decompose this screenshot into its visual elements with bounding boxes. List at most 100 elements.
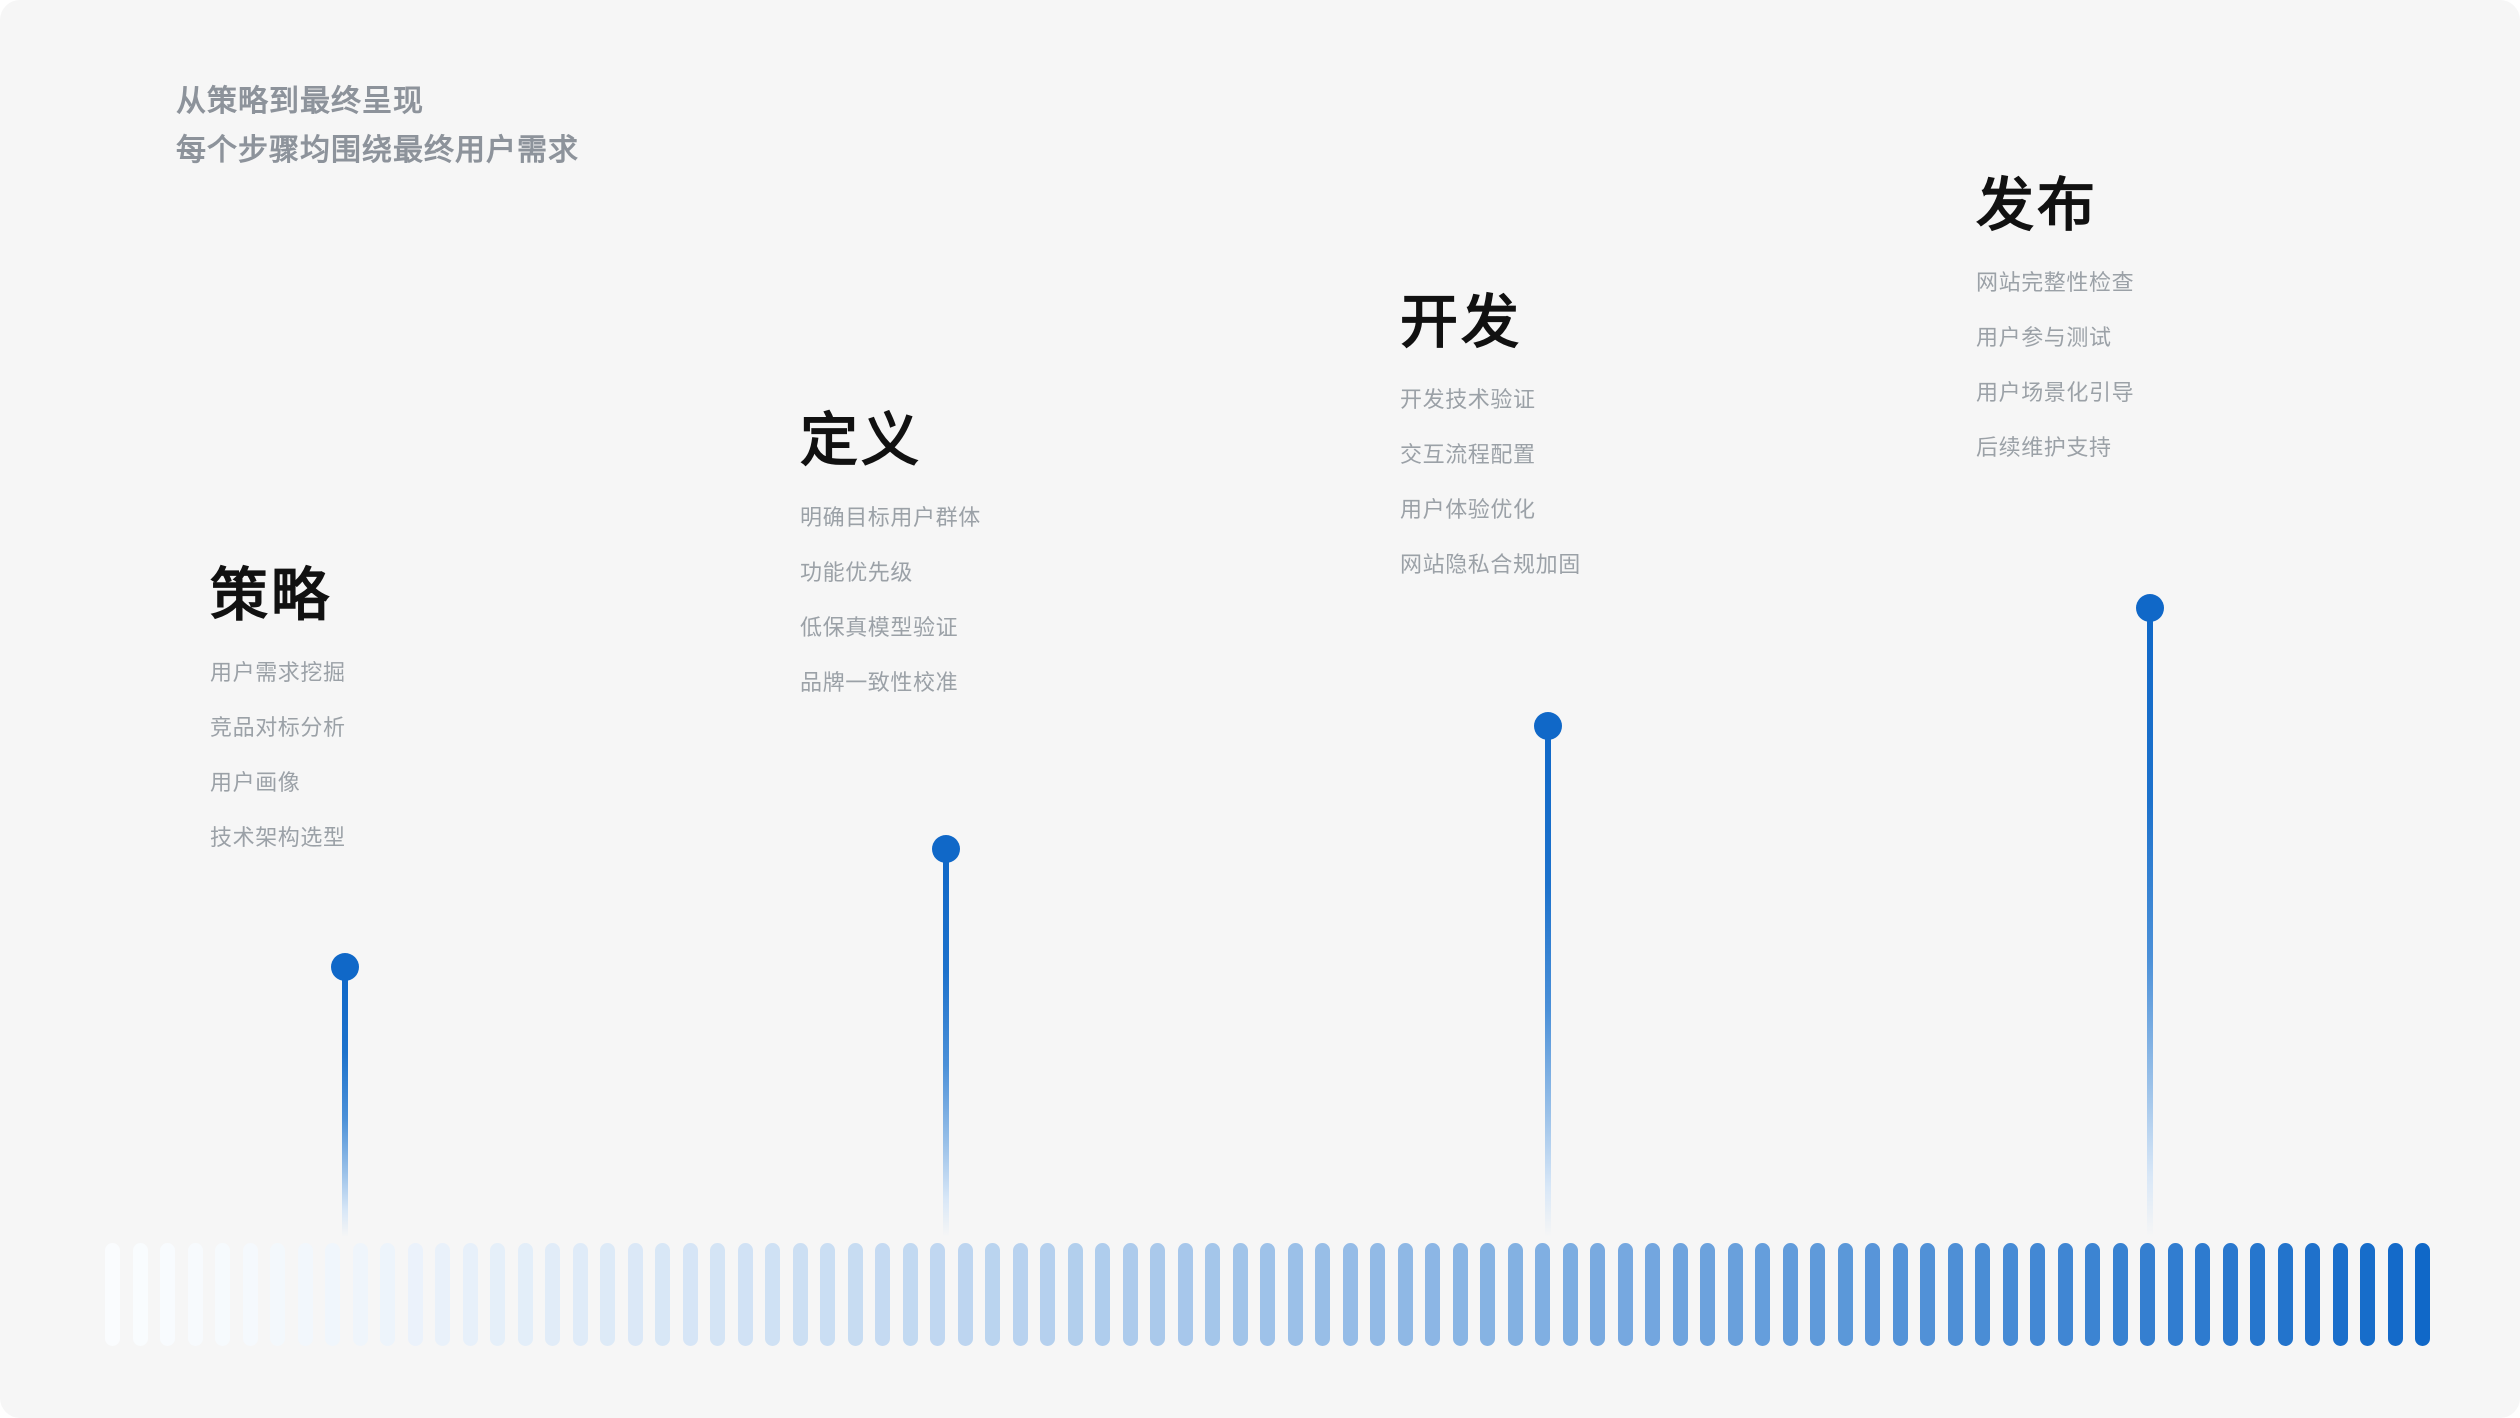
stage-item-list-4: 网站完整性检查用户参与测试用户场景化引导后续维护支持 [1976,271,2135,460]
progress-bar-segment [1315,1243,1330,1346]
progress-bar-segment [985,1243,1000,1346]
stage-item: 开发技术验证 [1400,386,1536,412]
header-line-1: 从策略到最终呈现 [176,85,424,118]
progress-bar-segment [2360,1243,2375,1346]
progress-bar-segment [2332,1243,2348,1346]
progress-bar-segment [682,1243,698,1346]
stage-item: 用户参与测试 [1976,324,2112,350]
stage-column-2: 定义明确目标用户群体功能优先级低保真模型验证品牌一致性校准 [800,408,981,694]
progress-bar-segment [2140,1243,2155,1346]
progress-bar-segment [1727,1243,1743,1346]
header-block: 从策略到最终呈现 每个步骤均围绕最终用户需求 [176,78,579,175]
progress-bar-segment [627,1243,643,1346]
progress-bar-segment [1150,1243,1165,1346]
progress-bar-segment [2030,1243,2045,1346]
progress-bar-segment [792,1243,808,1346]
progress-bar-segment [1205,1243,1220,1346]
stage-item: 明确目标用户群体 [800,504,981,530]
stage-item: 后续维护支持 [1976,434,2112,460]
progress-bar-segment [1452,1243,1468,1346]
progress-bar-segment [1012,1243,1028,1346]
stage-marker-dot-icon[interactable] [331,953,359,981]
stage-marker-stem [1545,732,1551,1237]
progress-bar-segment [407,1243,423,1346]
stage-marker-stem [2147,614,2153,1237]
progress-bar-segment [930,1243,945,1346]
progress-bar-segment [1700,1243,1715,1346]
progress-bar-segment [517,1243,533,1346]
stage-item: 低保真模型验证 [800,614,959,640]
progress-bar-segment [1370,1243,1385,1346]
stage-item: 竞品对标分析 [210,714,346,740]
stage-title-3: 开发 [1400,290,1523,355]
progress-bar-segment [875,1243,890,1346]
stage-item-list-1: 用户需求挖掘竞品对标分析用户画像技术架构选型 [210,659,346,850]
progress-bar-segment [1920,1243,1935,1346]
progress-bar-segment [215,1243,230,1346]
progress-bar-segment [187,1243,203,1346]
progress-bar-segment [737,1243,753,1346]
stage-item: 功能优先级 [800,559,914,585]
progress-bar-segment [2085,1243,2100,1346]
progress-bar-segment [1232,1243,1248,1346]
progress-bar-segment [2195,1243,2210,1346]
progress-bar-segment [1122,1243,1138,1346]
header-line-2: 每个步骤均围绕最终用户需求 [176,133,579,167]
progress-bar-segment [545,1243,560,1346]
stage-title-1: 策略 [210,563,333,628]
progress-bar-segment [1397,1243,1413,1346]
progress-bar-segment [1425,1243,1440,1346]
progress-bar-segment [2112,1243,2128,1346]
progress-bar-segment [2250,1243,2265,1346]
progress-bar-segment [435,1243,450,1346]
progress-bar-segment [1590,1243,1605,1346]
progress-bar-segment [132,1243,148,1346]
stage-title-4: 发布 [1976,173,2099,238]
progress-bar-segment [242,1243,258,1346]
progress-bar-segment [1947,1243,1963,1346]
progress-bar-segment [462,1243,478,1346]
stage-item: 用户画像 [210,769,301,795]
progress-bar-segment [600,1243,615,1346]
progress-bar-segment [710,1243,725,1346]
progress-bar-segment [1865,1243,1880,1346]
progress-bar-segment [1837,1243,1853,1346]
progress-bar-segment [1177,1243,1193,1346]
stage-item: 技术架构选型 [210,824,346,850]
progress-bar-segment [1260,1243,1275,1346]
progress-bar-segment [902,1243,918,1346]
progress-bar-segment [655,1243,670,1346]
progress-bar-segment [1342,1243,1358,1346]
stage-item: 交互流程配置 [1400,441,1536,467]
progress-bar-segment [847,1243,863,1346]
progress-bar-segment [1480,1243,1495,1346]
progress-bar-segment [1672,1243,1688,1346]
progress-bar-segment [1645,1243,1660,1346]
progress-bar-segment [765,1243,780,1346]
stage-item: 用户需求挖掘 [210,659,346,685]
stage-marker-dot-icon[interactable] [1534,712,1562,740]
progress-bar-segment [1755,1243,1770,1346]
stage-marker-stem [943,855,949,1237]
progress-bar-segment [1095,1243,1110,1346]
progress-bar-segment [1782,1243,1798,1346]
progress-bar-strip [105,1243,2443,1346]
stage-title-2: 定义 [800,408,923,473]
stage-item: 用户体验优化 [1400,496,1536,522]
stage-item: 用户场景化引导 [1976,379,2135,405]
progress-bar-segment [1507,1243,1523,1346]
progress-bar-segment [1892,1243,1908,1346]
stage-marker-dot-icon[interactable] [2136,594,2164,622]
progress-bar-segment [325,1243,340,1346]
stage-marker-stem [342,973,348,1237]
progress-bar-segment [270,1243,285,1346]
progress-bar-segment [1975,1243,1990,1346]
progress-bar-segment [2305,1243,2320,1346]
progress-bar-segment [820,1243,835,1346]
stage-marker-dot-icon[interactable] [932,835,960,863]
progress-bar-segment [957,1243,973,1346]
progress-bar-segment [1067,1243,1083,1346]
progress-bar-segment [1287,1243,1303,1346]
progress-bar-segment [2415,1243,2430,1346]
